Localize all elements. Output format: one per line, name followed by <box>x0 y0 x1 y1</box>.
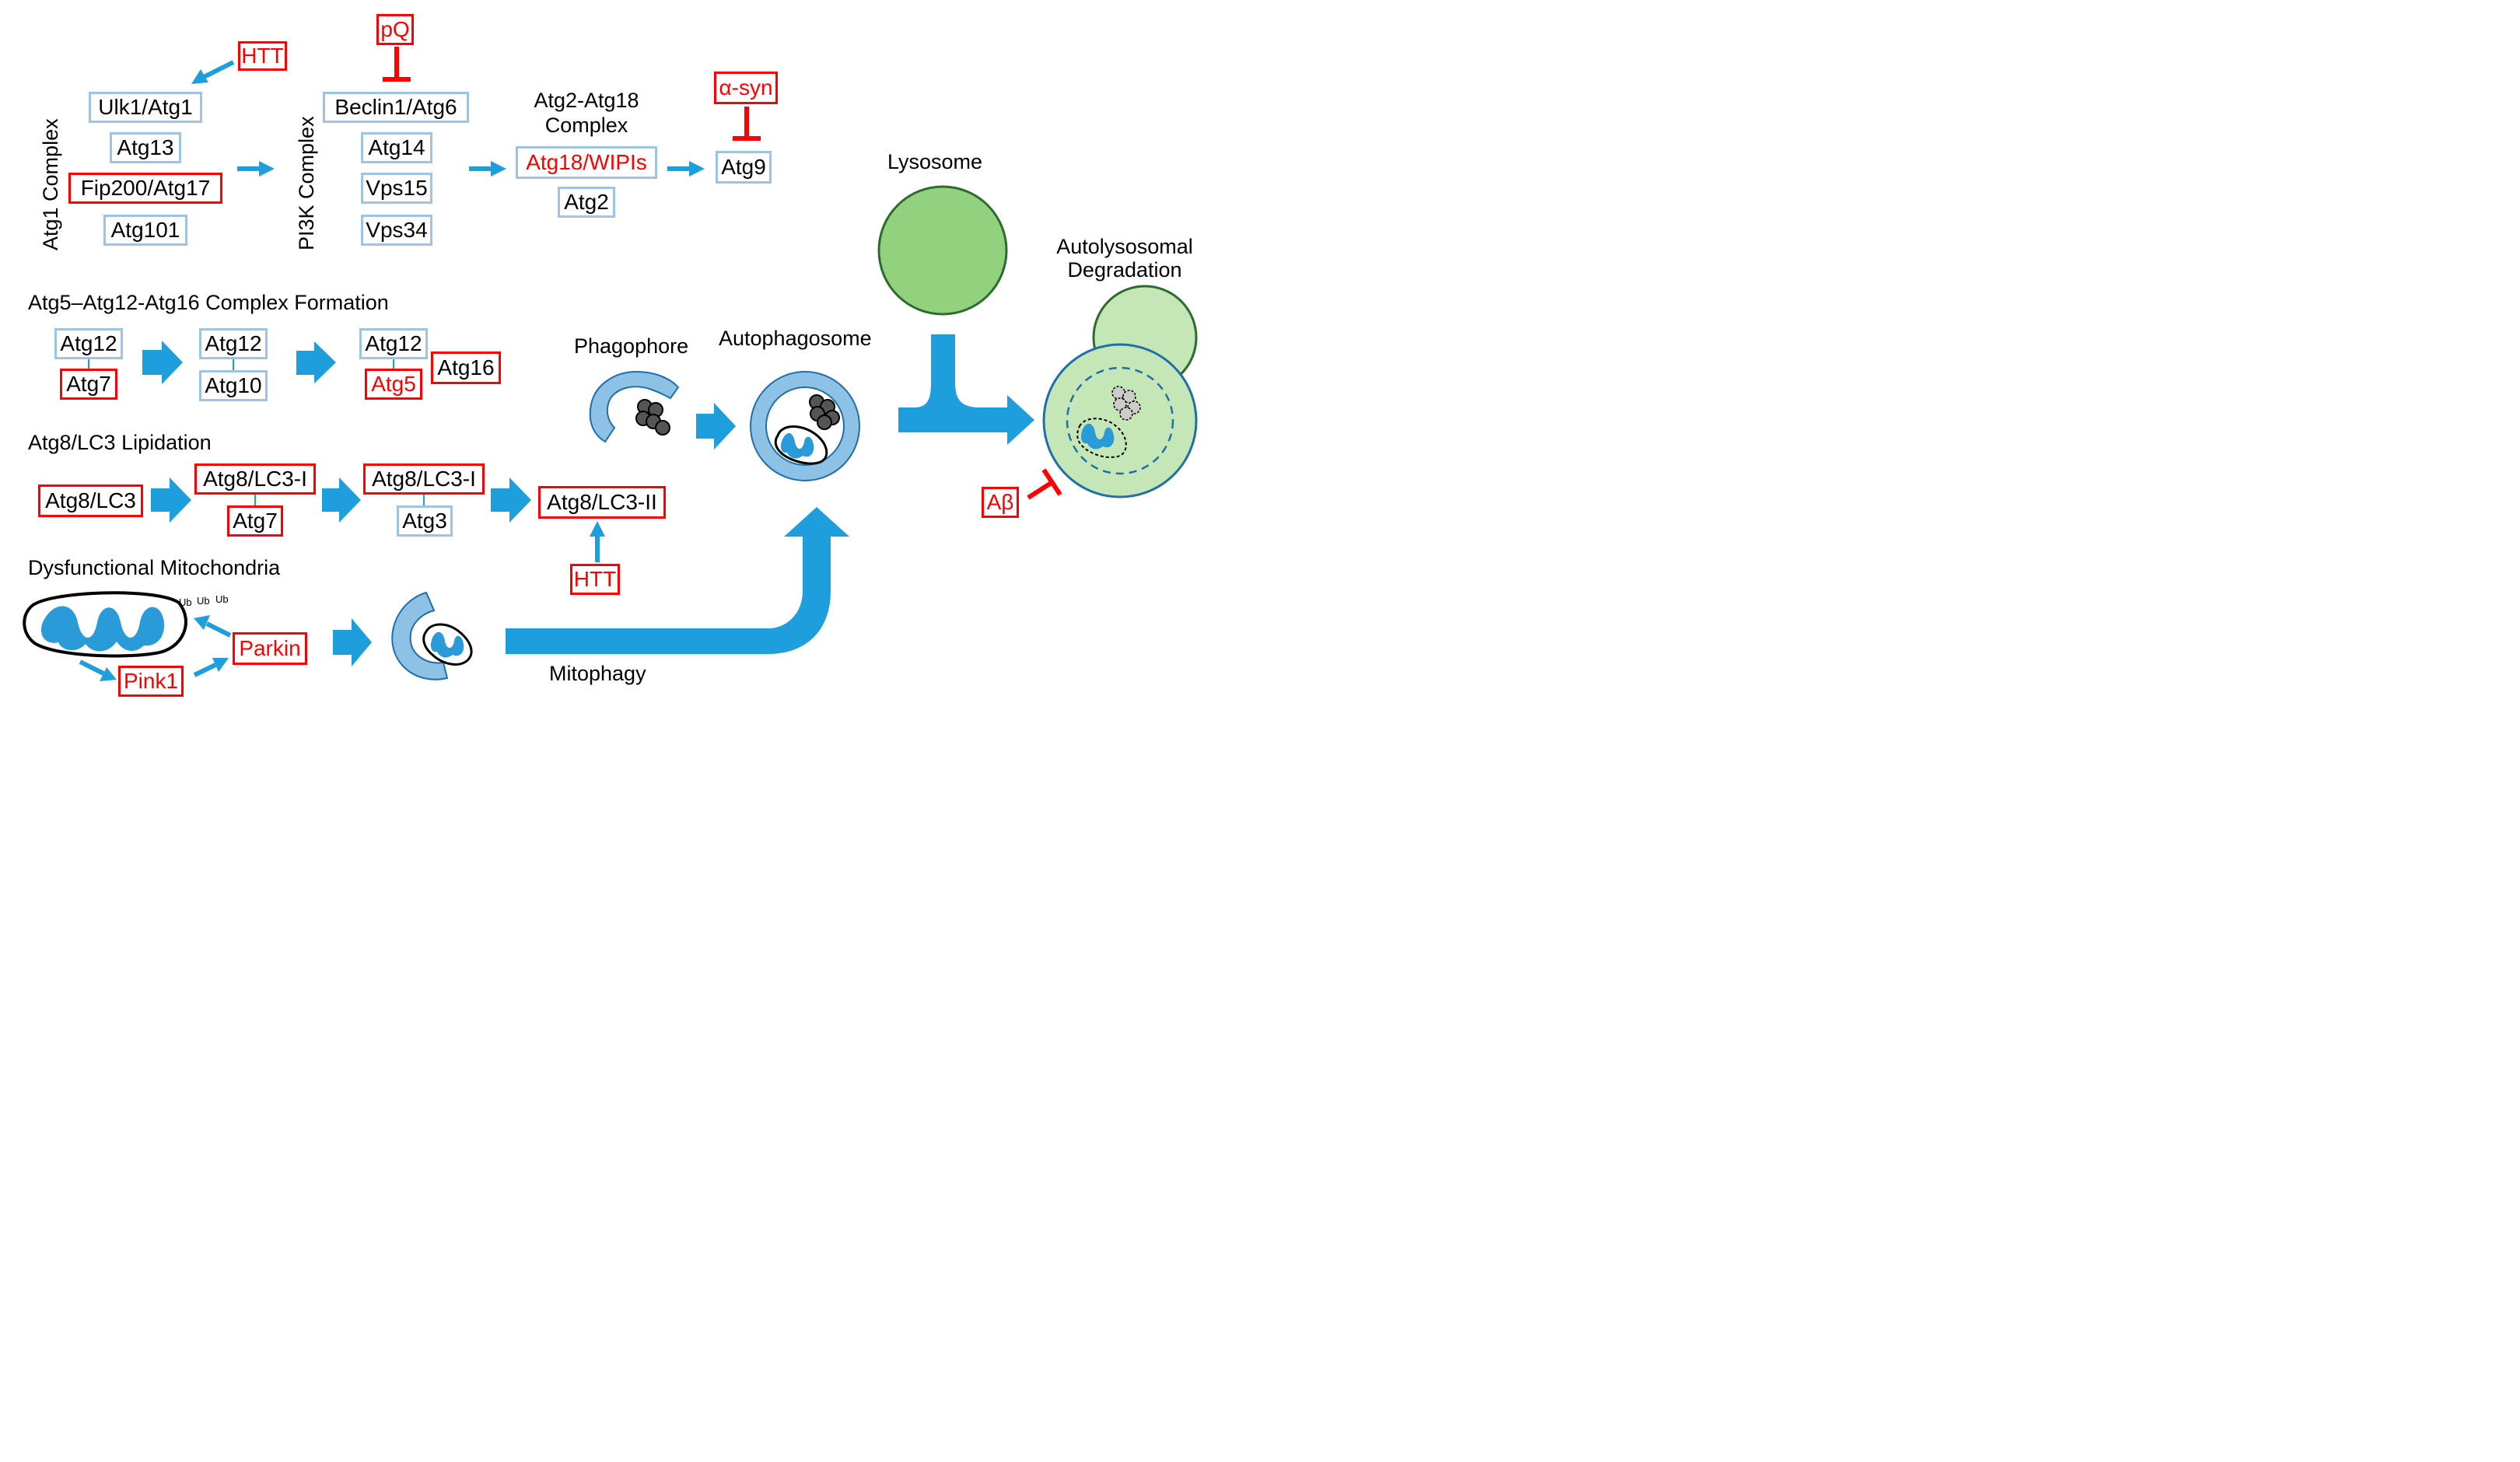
autophagy-pathway-diagram: Atg1 Complex HTT Ulk1/Atg1 Atg13 Fip200/… <box>0 0 1213 704</box>
lc3-section-title: Atg8/LC3 Lipidation <box>28 431 212 454</box>
atg7-box-2: Atg7 <box>227 505 283 537</box>
atg10-box: Atg10 <box>199 370 268 401</box>
atg18-to-atg9-arrow <box>667 161 705 177</box>
mitophagy-phagophore <box>391 591 473 680</box>
pq-inhibition-mark <box>383 47 411 82</box>
atg16-box: Atg16 <box>431 352 501 384</box>
parkin-box: Parkin <box>233 632 307 665</box>
lc3-block-arrow-2 <box>322 477 361 523</box>
atg12-box-3: Atg12 <box>359 328 428 359</box>
mito-to-pink1-arrow <box>79 659 117 681</box>
pink1-to-parkin-arrow <box>193 658 229 677</box>
lysosome-vesicle <box>877 185 1008 316</box>
atg5-block-arrow-1 <box>142 341 183 384</box>
abeta-inhibition-mark <box>1027 468 1062 500</box>
beclin1-atg6-box: Beclin1/Atg6 <box>323 92 469 123</box>
vps34-box: Vps34 <box>361 215 432 246</box>
ub-tag-3: Ub <box>215 593 229 605</box>
atg5-block-arrow-2 <box>296 341 336 383</box>
lc3-block-arrow-3 <box>491 477 531 523</box>
phagophore-label: Phagophore <box>574 334 689 358</box>
fip200-atg17-box: Fip200/Atg17 <box>68 173 222 204</box>
dysfunctional-mitochondrion <box>23 591 187 658</box>
mito-block-arrow <box>333 618 372 666</box>
pi3k-to-atg18-arrow <box>469 161 506 177</box>
htt-modulator-box-2: HTT <box>570 564 620 595</box>
pink1-box: Pink1 <box>118 666 184 697</box>
atg9-box: Atg9 <box>716 151 772 184</box>
ub-tag-2: Ub <box>197 595 210 607</box>
atg3-box: Atg3 <box>397 505 453 537</box>
atg101-box: Atg101 <box>103 215 187 246</box>
atg2-atg18-title-line1: Atg2-Atg18 <box>534 89 639 112</box>
fusion-arrow <box>898 334 1034 445</box>
atg13-box: Atg13 <box>110 132 181 163</box>
abeta-inhibitor-box: Aβ <box>982 487 1019 518</box>
atg12-box-2: Atg12 <box>199 328 268 359</box>
alpha-syn-inhibitor-box: α-syn <box>714 72 778 104</box>
diagram-artwork <box>23 47 1198 681</box>
atg8-lc3-i-box-1: Atg8/LC3-I <box>194 463 316 495</box>
pi3k-complex-title: PI3K Complex <box>295 116 318 250</box>
atg5-section-title: Atg5–Atg12-Atg16 Complex Formation <box>28 291 389 314</box>
atg12-box-1: Atg12 <box>54 328 123 359</box>
atg2-box: Atg2 <box>558 187 615 218</box>
htt-to-ulk1-arrow <box>191 60 235 84</box>
mito-section-title: Dysfunctional Mitochondria <box>28 556 281 579</box>
ulk1-atg1-box: Ulk1/Atg1 <box>89 92 202 123</box>
degradation-label-line1: Autolysosomal <box>1056 235 1193 258</box>
atg14-box: Atg14 <box>361 132 432 163</box>
atg8-lc3-ii-box: Atg8/LC3-II <box>538 486 666 519</box>
atg1-complex-title: Atg1 Complex <box>39 118 62 250</box>
mitophagy-bent-arrow <box>506 507 849 654</box>
atg1-to-pi3k-arrow <box>237 161 275 177</box>
parkin-to-mito-arrow <box>194 615 232 638</box>
mitophagy-label: Mitophagy <box>549 662 646 685</box>
autophagosome-vesicle <box>750 371 860 481</box>
atg8-lc3-i-box-2: Atg8/LC3-I <box>363 463 485 495</box>
atg2-atg18-title-line2: Complex <box>544 114 628 137</box>
phagophore-to-autophagosome-arrow <box>696 403 736 449</box>
ub-tag-1: Ub <box>179 596 192 608</box>
degradation-label-line2: Degradation <box>1067 258 1182 282</box>
phagophore-cup <box>589 370 680 443</box>
lysosome-label: Lysosome <box>887 150 983 173</box>
autophagosome-label: Autophagosome <box>719 327 872 350</box>
autolysosome-vesicle <box>1042 285 1198 498</box>
atg8-lc3-box: Atg8/LC3 <box>38 484 143 517</box>
pq-inhibitor-box: pQ <box>376 14 414 45</box>
atg7-box-1: Atg7 <box>60 369 117 400</box>
asyn-inhibition-mark <box>733 107 761 141</box>
atg18-wipis-box: Atg18/WIPIs <box>516 146 657 179</box>
lc3-block-arrow-1 <box>151 477 191 523</box>
htt-to-lc3ii-arrow <box>590 521 605 562</box>
htt-modulator-box: HTT <box>238 41 287 71</box>
vps15-box: Vps15 <box>361 173 432 204</box>
atg5-box: Atg5 <box>365 369 422 400</box>
